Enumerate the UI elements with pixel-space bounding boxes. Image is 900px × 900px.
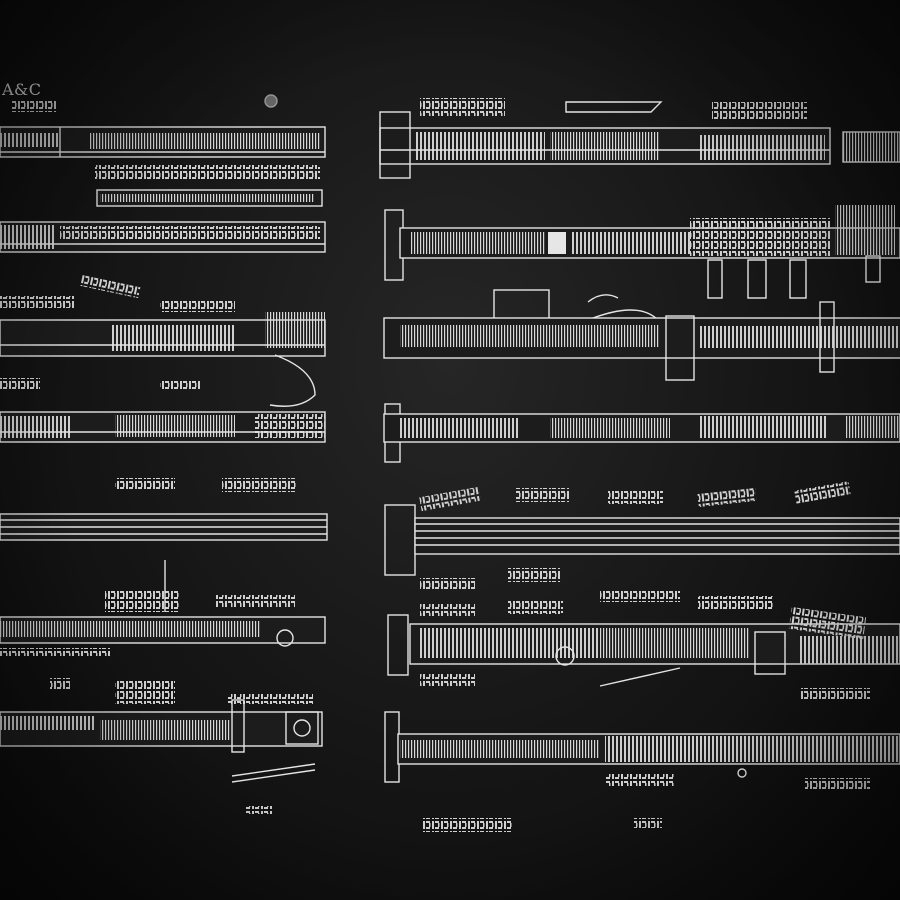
left-weapon-4	[0, 273, 326, 407]
left-weapon-6	[0, 478, 328, 541]
left-weapon-7	[0, 560, 326, 656]
left-weapon-3	[0, 221, 326, 253]
right-weapon-6	[387, 606, 900, 700]
label-scribble	[12, 100, 57, 112]
right-weapon-1	[379, 98, 900, 179]
right-weapon-7	[384, 711, 900, 832]
left-weapon-5	[0, 411, 326, 443]
left-weapon-1	[0, 94, 326, 158]
right-weapon-4	[383, 403, 900, 463]
right-weapon-3	[383, 289, 900, 381]
right-weapon-5	[384, 481, 900, 616]
left-weapon-8	[0, 678, 323, 814]
right-weapon-2	[384, 205, 900, 299]
left-weapon-2	[95, 165, 323, 207]
